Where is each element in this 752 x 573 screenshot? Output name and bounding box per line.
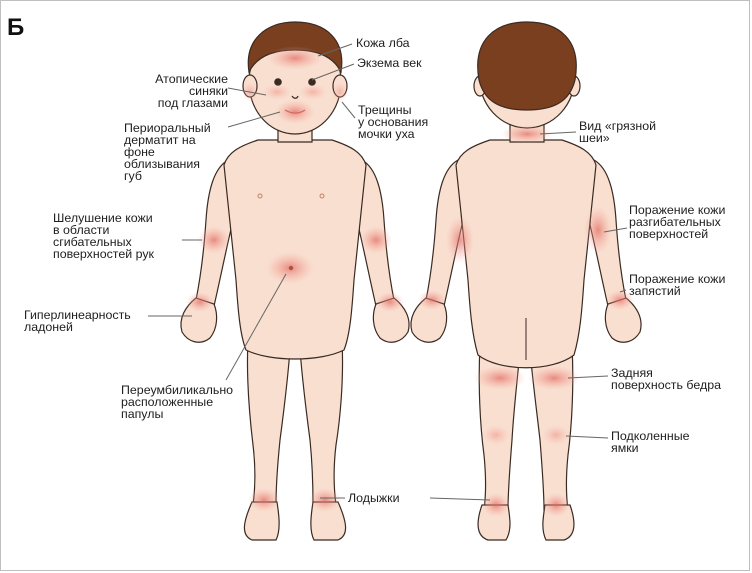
label-periumbilical-papules: Переумбиликально расположенные папулы [121, 384, 233, 420]
front-left-leg [247, 340, 290, 505]
label-atopic-circles: Атопические синяки под глазами [118, 73, 228, 109]
label-palmar-hyperlinearity: Гиперлинеарность ладоней [24, 309, 131, 333]
label-forehead: Кожа лба [356, 37, 410, 49]
label-ankles: Лодыжки [348, 492, 400, 504]
label-perioral-dermatitis: Периоральный дерматит на фоне облизывани… [124, 122, 211, 182]
label-posterior-thigh: Задняя поверхность бедра [611, 367, 721, 391]
front-navel [289, 266, 293, 270]
label-ear-fissures: Трещины у основания мочки уха [358, 104, 428, 140]
label-flexural-arms: Шелушение кожи в области сгибательных по… [53, 212, 154, 260]
back-hair [478, 22, 577, 110]
front-torso [224, 140, 366, 359]
front-right-leg [300, 340, 343, 505]
label-popliteal-fossae: Подколенные ямки [611, 430, 690, 454]
label-wrists: Поражение кожи запястий [629, 273, 725, 297]
label-extensor-surfaces: Поражение кожи разгибательных поверхност… [629, 204, 725, 240]
label-dirty-neck: Вид «грязной шеи» [579, 120, 656, 144]
label-eyelid-eczema: Экзема век [357, 57, 422, 69]
